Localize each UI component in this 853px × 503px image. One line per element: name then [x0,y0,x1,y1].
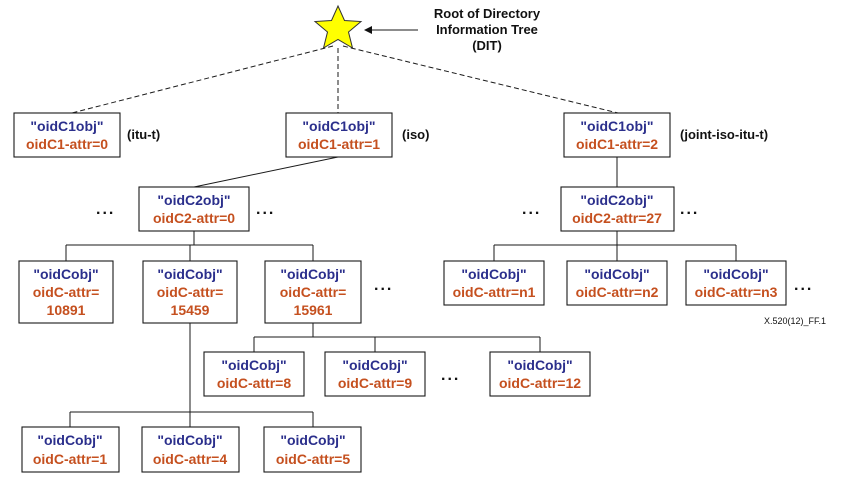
node-attr-text: oidC-attr=8 [217,375,292,391]
node-obj-text: "oidCobj" [342,357,407,373]
ellipsis-c-right: ... [794,277,813,294]
root-star-icon [313,4,363,50]
ellipsis-l4: ... [441,367,460,384]
node-attr-value: 10891 [47,302,86,318]
node-obj-text: "oidCobj" [221,357,286,373]
node-c-1: "oidCobj" oidC-attr=1 [21,426,120,473]
node-c-n2: "oidCobj" oidC-attr=n2 [566,260,668,306]
node-label-itu-t: (itu-t) [127,127,160,142]
root-label-line2: Information Tree [436,22,538,37]
node-attr-text: oidC-attr=n2 [576,284,659,300]
node-attr-text: oidC-attr=n3 [695,284,778,300]
node-attr-text: oidC-attr= [33,284,100,300]
node-attr-text: oidC2-attr=0 [153,210,235,226]
root-label-line1: Root of Directory [434,6,541,21]
node-attr-text: oidC1-attr=0 [26,136,108,152]
root-label-line3: (DIT) [472,38,502,53]
node-obj-text: "oidCobj" [37,432,102,448]
node-c-9: "oidCobj" oidC-attr=9 [324,351,426,397]
node-obj-text: "oidC1obj" [302,118,375,134]
node-itu-t: "oidC1obj" oidC1-attr=0 [13,112,121,158]
node-attr-text: oidC1-attr=1 [298,136,380,152]
node-attr-text: oidC1-attr=2 [576,136,658,152]
ellipsis-c2b-left: ... [522,201,541,218]
node-c2-attr-27: "oidC2obj" oidC2-attr=27 [560,186,675,232]
node-obj-text: "oidCobj" [507,357,572,373]
node-obj-text: "oidCobj" [280,266,345,282]
node-obj-text: "oidC2obj" [157,192,230,208]
root-link-joint [342,45,619,114]
node-label-iso: (iso) [402,127,429,142]
node-iso: "oidC1obj" oidC1-attr=1 [285,112,393,158]
node-attr-text: oidC2-attr=27 [572,210,662,226]
node-obj-text: "oidCobj" [157,266,222,282]
node-attr-text: oidC-attr=5 [276,451,351,467]
node-obj-text: "oidCobj" [703,266,768,282]
node-obj-text: "oidCobj" [280,432,345,448]
node-c-4: "oidCobj" oidC-attr=4 [141,426,240,473]
node-obj-text: "oidC2obj" [580,192,653,208]
node-obj-text: "oidCobj" [157,432,222,448]
node-attr-text: oidC-attr=n1 [453,284,536,300]
node-attr-text: oidC-attr=9 [338,375,413,391]
node-attr-text: oidC-attr=1 [33,451,108,467]
node-obj-text: "oidCobj" [461,266,526,282]
node-c-12: "oidCobj" oidC-attr=12 [489,351,591,397]
node-obj-text: "oidCobj" [33,266,98,282]
node-obj-text: "oidCobj" [584,266,649,282]
ellipsis-c2-right: ... [256,201,275,218]
node-attr-text: oidC-attr= [157,284,224,300]
node-attr-value: 15459 [171,302,210,318]
ellipsis-c2b-right: ... [680,201,699,218]
node-label-joint: (joint-iso-itu-t) [680,127,768,142]
node-attr-value: 15961 [294,302,333,318]
root-link-itu-t [71,45,334,114]
node-c-10891: "oidCobj" oidC-attr= 10891 [18,260,114,324]
node-c-15459: "oidCobj" oidC-attr= 15459 [142,260,238,324]
node-c2-attr-0: "oidC2obj" oidC2-attr=0 [138,186,250,232]
figure-id: X.520(12)_FF.1 [764,316,826,326]
node-c-n1: "oidCobj" oidC-attr=n1 [443,260,545,306]
node-c-5: "oidCobj" oidC-attr=5 [263,426,362,473]
node-attr-text: oidC-attr= [280,284,347,300]
node-obj-text: "oidC1obj" [580,118,653,134]
link-iso-to-c2 [193,156,339,188]
node-c-8: "oidCobj" oidC-attr=8 [203,351,305,397]
node-obj-text: "oidC1obj" [30,118,103,134]
node-c-15961: "oidCobj" oidC-attr= 15961 [264,260,362,324]
node-c-n3: "oidCobj" oidC-attr=n3 [685,260,787,306]
node-attr-text: oidC-attr=12 [499,375,581,391]
node-attr-text: oidC-attr=4 [153,451,228,467]
node-joint-iso-itu-t: "oidC1obj" oidC1-attr=2 [563,112,671,158]
ellipsis-c2-left: ... [96,201,115,218]
ellipsis-c-left: ... [374,277,393,294]
